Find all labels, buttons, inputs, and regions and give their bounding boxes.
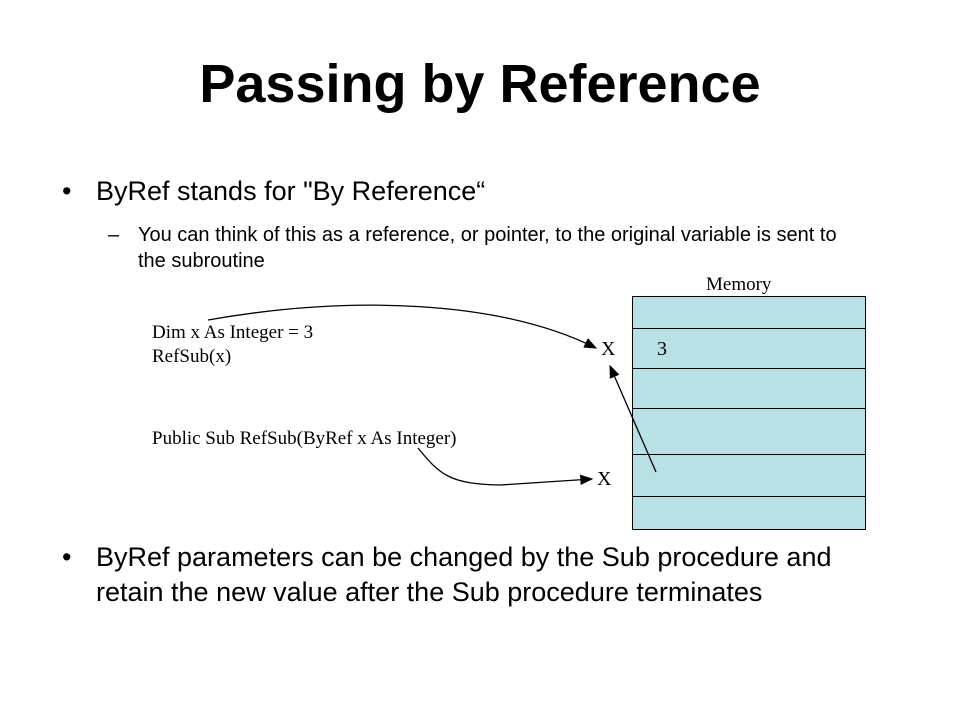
code-line-call: RefSub(x) [152,346,232,367]
bullet-1: • ByRef stands for "By Reference“ [62,174,896,209]
memory-cell [633,369,865,409]
slide-title: Passing by Reference [199,54,761,114]
code-line-dim: Dim x As Integer = 3 [152,322,314,343]
arrow-x-to-x [609,364,657,473]
memory-cell [633,329,865,369]
sub-bullet-text: You can think of this as a reference, or… [138,224,837,272]
sub-bullet: – You can think of this as a reference, … [108,222,858,274]
bullet-2: • ByRef parameters can be changed by the… [62,540,836,610]
code-line-sub-declaration: Public Sub RefSub(ByRef x As Integer) [152,428,457,449]
memory-label: Memory [706,274,772,295]
arrow-dim-to-x [207,304,598,349]
memory-cell [633,455,865,497]
memory-cell [633,297,865,329]
bullet-1-text: ByRef stands for "By Reference“ [96,176,486,206]
bullet-dot: • [62,176,72,206]
memory-cell [633,409,865,455]
variable-label-x-top: X [601,338,616,360]
memory-cell-value: 3 [657,338,667,360]
sub-bullet-dash: – [108,224,120,246]
arrow-sub-to-x [417,447,594,486]
code-block-call: Dim x As Integer = 3 RefSub(x) [152,321,313,369]
memory-cell [633,497,865,529]
variable-label-x-bottom: X [597,468,612,490]
bullet-dot: • [62,542,72,572]
bullet-2-text: ByRef parameters can be changed by the S… [96,542,832,607]
memory-column [632,296,866,530]
